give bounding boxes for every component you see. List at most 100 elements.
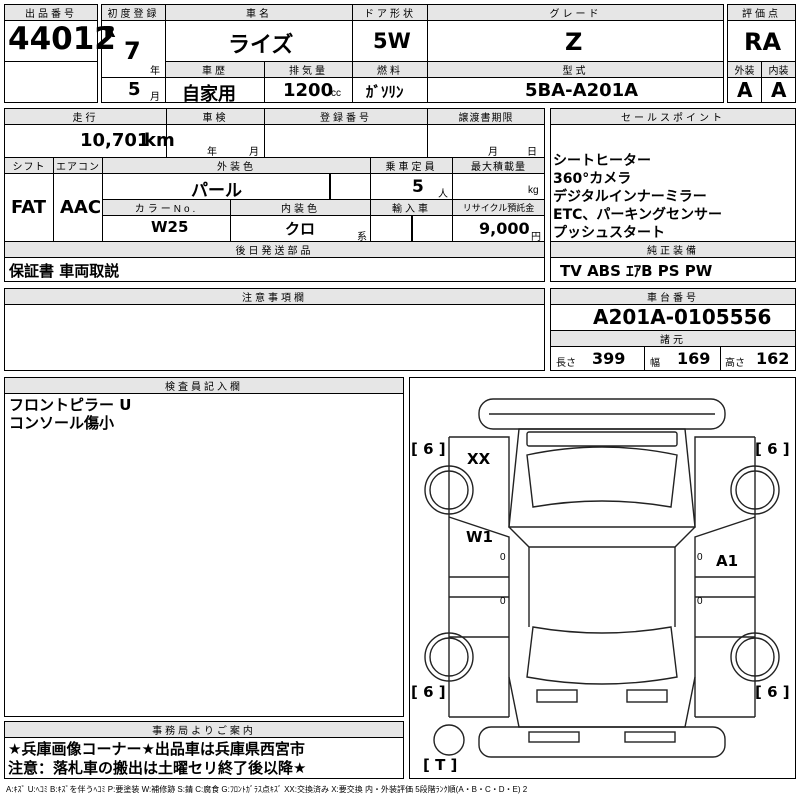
length-label: 長さ — [556, 358, 576, 369]
fuel-header: 燃料 — [352, 61, 428, 78]
recycle-deposit: 9,000 — [479, 219, 530, 238]
car-diagram-frame — [409, 377, 796, 779]
door-type-header: ドア形状 — [352, 4, 428, 21]
sales-point: プッシュスタート — [553, 225, 665, 241]
transfer-day-unit: 日 — [527, 147, 537, 158]
model-code: 5BA-A201A — [525, 80, 639, 101]
damage-mark-w1: W1 — [466, 528, 493, 546]
interior-color-header: 内装色 — [230, 199, 371, 216]
interior-grade: A — [771, 78, 787, 102]
panel-zero: 0 — [500, 596, 506, 607]
grade-header: グレード — [427, 4, 724, 21]
inspector-note: コンソール傷小 — [9, 414, 115, 432]
vehicle-width: 169 — [677, 349, 711, 368]
interior-grade-header: 内装 — [761, 61, 796, 78]
recycle-deposit-header: リサイクル預託金 — [452, 199, 545, 216]
fuel-type: ｶﾞｿﾘﾝ — [366, 83, 404, 101]
displacement: 1200 — [283, 80, 334, 101]
mileage-header: 走行 — [4, 108, 167, 125]
equipment-cell — [550, 257, 796, 282]
interior-color-unit: 系 — [357, 232, 367, 243]
later-parts: 保証書 車両取説 — [9, 262, 120, 280]
mileage-unit: km — [144, 130, 175, 151]
chassis-number: A201A-0105556 — [593, 305, 772, 329]
vehicle-height: 162 — [756, 349, 790, 368]
inspection-year-unit: 年 — [207, 147, 217, 158]
grade: Z — [565, 28, 583, 56]
height-cell — [720, 346, 796, 371]
inspection-month-unit: 月 — [249, 147, 259, 158]
inspector-notes-cell — [4, 393, 404, 717]
exterior-grade-header: 外装 — [727, 61, 762, 78]
door-type: 5W — [373, 29, 411, 53]
first-registration-header: 初度登録 — [101, 4, 166, 21]
car-diagram — [424, 398, 780, 758]
tread-rear-left: [ 6 ] — [411, 683, 446, 701]
color-number-header: カラーNo. — [102, 199, 231, 216]
displacement-unit: cc — [331, 88, 341, 99]
chassis-number-header: 車台番号 — [550, 288, 796, 305]
width-label: 幅 — [650, 358, 660, 369]
era-label: R — [104, 23, 116, 41]
registration-number-cell — [264, 124, 428, 158]
max-load-header: 最大積載量 — [452, 157, 545, 174]
transfer-deadline-header: 譲渡書期限 — [427, 108, 545, 125]
aircon-header: エアコン — [53, 157, 103, 174]
aircon-type: AAC — [60, 197, 102, 218]
car-name: ライズ — [228, 33, 294, 58]
specs-header: 諸元 — [550, 330, 796, 347]
inspector-note: フロントピラー U — [9, 396, 132, 414]
lot-number-header: 出品番号 — [4, 4, 98, 21]
import-header: 輸入車 — [370, 199, 453, 216]
later-parts-header: 後日発送部品 — [4, 241, 545, 258]
office-notice-header: 事務局よりご案内 — [4, 721, 404, 738]
capacity-header: 乗車定員 — [370, 157, 453, 174]
tread-front-left: [ 6 ] — [411, 440, 446, 458]
year-unit: 年 — [150, 66, 160, 77]
shift-type: FAT — [11, 197, 47, 218]
inspection-header: 車検 — [166, 108, 265, 125]
score-header: 評価点 — [727, 4, 796, 21]
import-divider — [411, 215, 413, 242]
vehicle-length: 399 — [592, 349, 626, 368]
capacity-unit: 人 — [438, 189, 448, 200]
damage-mark-xx: XX — [467, 450, 491, 468]
spare-tire-mark: [ T ] — [423, 756, 458, 774]
recycle-unit: 円 — [531, 232, 541, 243]
model-code-header: 型式 — [427, 61, 724, 78]
tread-rear-right: [ 6 ] — [755, 683, 790, 701]
registration-number-header: 登録番号 — [264, 108, 428, 125]
auction-score: RA — [744, 28, 782, 56]
displacement-header: 排気量 — [264, 61, 353, 78]
mileage: 10,701 — [80, 130, 150, 151]
panel-zero: 0 — [500, 552, 506, 563]
factory-equipment: TV ABS ｴｱB PS PW — [560, 262, 713, 280]
seating-capacity: 5 — [412, 177, 424, 197]
vehicle-history: 自家用 — [182, 84, 236, 105]
exterior-grade: A — [737, 78, 753, 102]
height-label: 高さ — [725, 358, 745, 369]
sales-point: シートヒーター — [553, 153, 651, 169]
sales-point: 360°カメラ — [553, 171, 632, 187]
sales-point: ETC、パーキングセンサー — [553, 207, 722, 223]
office-notice-cell — [4, 737, 404, 779]
registration-year: 7 — [124, 37, 141, 65]
later-parts-cell — [4, 257, 545, 282]
model-code-cell — [427, 77, 724, 103]
registration-month: 5 — [128, 79, 141, 100]
lot-number: 44012 — [8, 21, 116, 57]
color-number: W25 — [151, 218, 189, 236]
history-header: 車歴 — [165, 61, 265, 78]
office-notice-line1: ★兵庫画像コーナー★出品車は兵庫県西宮市 — [8, 740, 305, 758]
equipment-header: 純正装備 — [550, 241, 796, 258]
shift-header: シフト — [4, 157, 54, 174]
office-notice-line2: 注意：落札車の搬出は土曜セリ終了後以降★ — [8, 759, 307, 777]
lot-blank-cell — [4, 61, 98, 103]
interior-color: クロ — [285, 220, 316, 238]
panel-zero: 0 — [697, 596, 703, 607]
sales-points-header: セールスポイント — [550, 108, 796, 125]
exterior-color-divider — [329, 173, 331, 200]
inspector-notes-header: 検査員記入欄 — [4, 377, 404, 394]
car-name-header: 車名 — [165, 4, 353, 21]
sales-point: デジタルインナーミラー — [553, 189, 707, 205]
